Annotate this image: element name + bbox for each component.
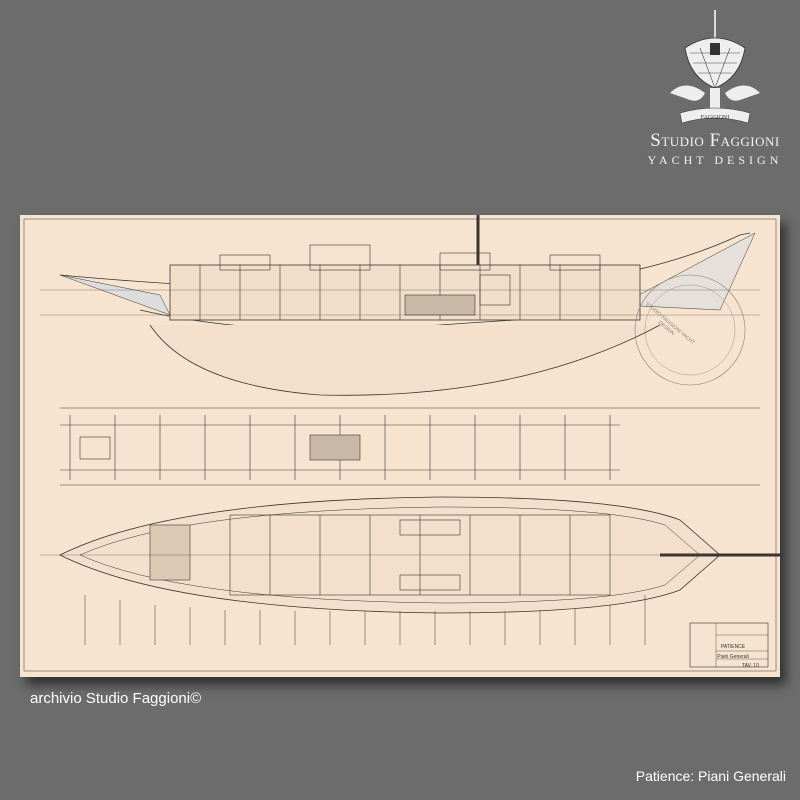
drawing-sheet — [20, 215, 780, 677]
station-markers — [84, 595, 646, 645]
studio-stamp — [634, 274, 746, 386]
studio-faggioni-logo: FAGGIONI — [670, 10, 760, 124]
yacht-plans-drawing — [23, 215, 780, 672]
image-title-caption: Patience: Piani Generali — [635, 768, 786, 784]
title-block — [689, 622, 769, 668]
accommodation-plan — [40, 496, 780, 614]
title-block-sheet-number: TAV. 10 — [742, 663, 759, 669]
logo-banner-text: FAGGIONI — [701, 115, 730, 121]
title-block-boat-name: PATIENCE — [720, 644, 746, 650]
archive-caption: archivio Studio Faggioni© — [30, 690, 202, 707]
deck-beam-plan — [60, 407, 760, 486]
studio-name: Studio Faggioni — [650, 130, 780, 151]
studio-tagline: YACHT DESIGN — [647, 153, 783, 167]
hull-profile-section — [40, 215, 760, 396]
title-block-sheet-title: Piani Generali — [717, 654, 749, 660]
